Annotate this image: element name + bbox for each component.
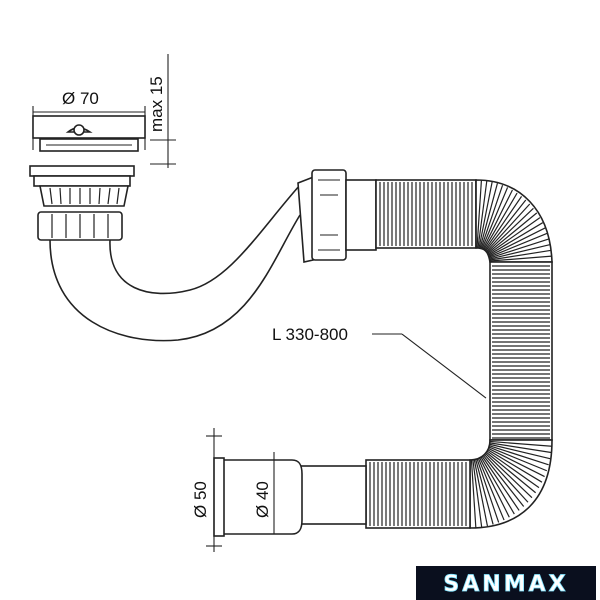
hose-length-label: L 330-800 (272, 325, 348, 344)
hose-rib (489, 243, 551, 260)
hose-rib (489, 249, 552, 261)
flex-hose-upper (375, 179, 477, 249)
hose-rib (487, 447, 545, 478)
hose-rib (487, 449, 543, 483)
max-height-label: max 15 (147, 76, 166, 132)
hose-rib (483, 453, 529, 503)
s-trap-pipe (49, 184, 301, 342)
hose-rib (488, 232, 548, 258)
knurled-nut-ridges (49, 187, 120, 205)
hose-rib (486, 212, 538, 255)
hose-rib (489, 255, 552, 262)
hose-rib (476, 180, 483, 249)
dimension-hose-length: L 330-800 (272, 325, 487, 399)
hose-rib (485, 203, 531, 253)
hose-rib (489, 442, 552, 454)
hose-rib (483, 196, 523, 252)
dimension-outlet: Ø 50 Ø 40 (191, 428, 275, 552)
union-coupling (297, 169, 377, 263)
hose-rib (486, 207, 534, 254)
hose-rib (479, 183, 498, 249)
hose-rib (475, 459, 494, 525)
hose-rib (472, 459, 483, 528)
hose-rib (483, 192, 518, 251)
dimension-top-diameter: Ø 70 (32, 89, 146, 150)
drain-strainer (29, 115, 146, 241)
hose-rib (473, 459, 489, 527)
hose-rib (478, 181, 493, 249)
hose-rib (481, 455, 520, 511)
brand-logo: SANMAX (416, 566, 596, 600)
outlet-adapter (213, 457, 367, 537)
hose-rib (484, 199, 527, 252)
hose-rib (484, 452, 533, 499)
hose-rib (487, 222, 544, 256)
hose-rib (470, 459, 477, 528)
outlet-outer-diameter-label: Ø 50 (191, 481, 210, 518)
hose-rib (485, 451, 537, 494)
hose-rib (477, 180, 488, 249)
hose-rib (487, 217, 541, 255)
hose-rib (489, 443, 551, 460)
hose-rib (481, 187, 509, 250)
hose-rib (482, 189, 513, 250)
hose-rib (489, 238, 550, 259)
hose-rib (479, 457, 510, 518)
hose-rib (480, 456, 515, 515)
outlet-inner-diameter-label: Ø 40 (253, 481, 272, 518)
flex-hose-upper-elbow (475, 179, 553, 263)
hose-rib (488, 446, 548, 472)
hose-rib (489, 440, 552, 447)
hose-rib (489, 445, 549, 466)
hose-rib (486, 450, 540, 489)
top-diameter-label: Ø 70 (62, 89, 99, 108)
hose-rib (482, 454, 525, 507)
hose-rib (477, 457, 505, 521)
dimension-max-height: max 15 (147, 54, 176, 168)
hose-rib (480, 184, 504, 250)
hose-rib (476, 458, 500, 523)
flex-hose-vertical (489, 261, 553, 441)
flex-hose-lower (365, 459, 471, 529)
hose-rib (488, 227, 546, 257)
flex-hose-lower-elbow (469, 439, 553, 529)
brand-logo-text: SANMAX (443, 572, 568, 597)
